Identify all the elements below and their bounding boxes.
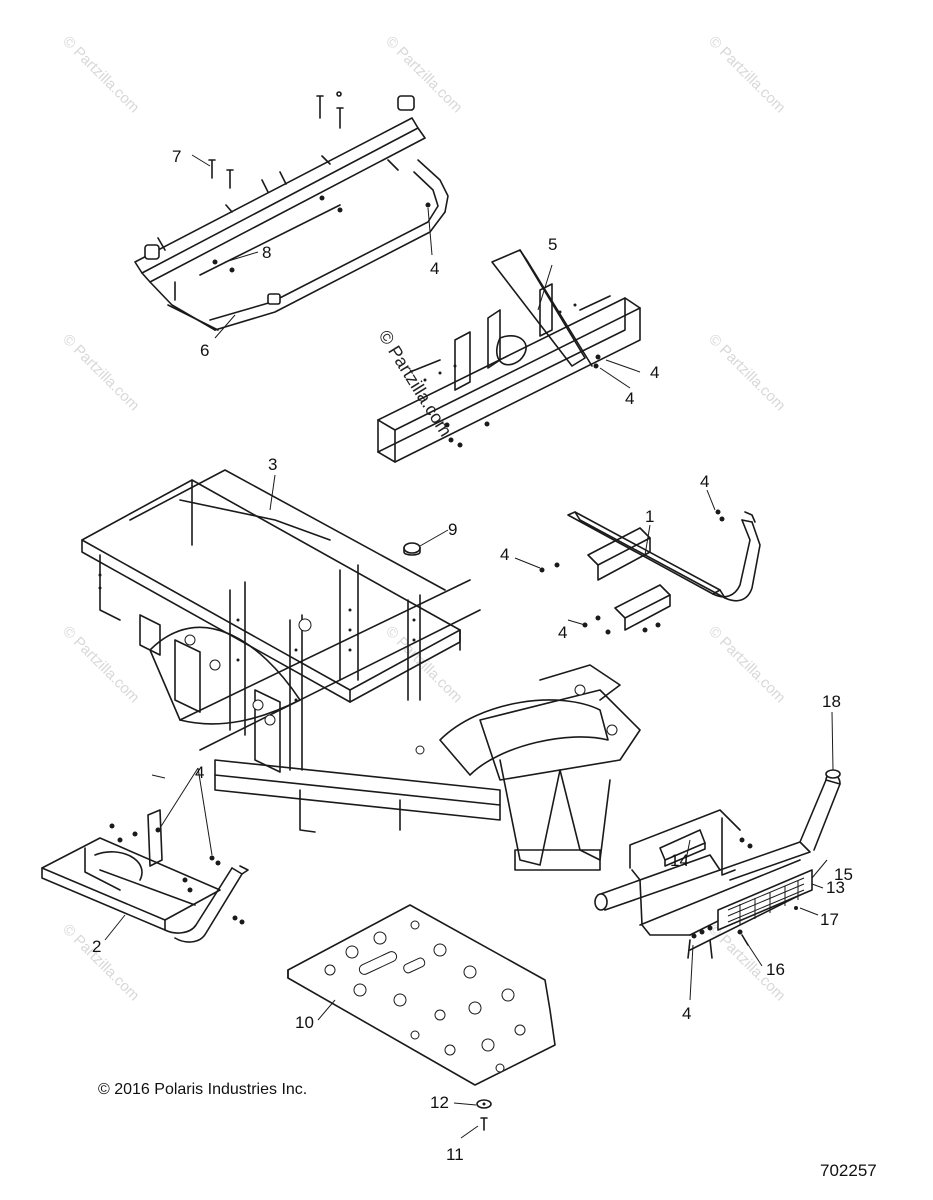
callout-8: 8 [262,243,271,262]
part-9-plug [403,542,421,556]
callout-11: 11 [446,1145,464,1164]
callout-4: 4 [558,623,567,642]
callout-1: 1 [645,507,654,526]
callout-6: 6 [200,341,209,360]
watermark-text: © Partzilla.com [705,33,788,116]
callout-9: 9 [448,520,457,539]
watermark-center-text: © Partzilla.com [375,327,456,440]
part-5-rear-cross-frame [377,249,641,463]
copyright-notice: © 2016 Polaris Industries Inc. [98,1081,307,1098]
watermark-text: © Partzilla.com [59,331,142,414]
part-2-front-bracket [41,809,249,943]
callout-5: 5 [548,235,557,254]
callout-16: 16 [766,960,785,979]
drawing-number: 702257 [820,1161,877,1180]
callout-15: 15 [834,865,853,884]
callout-4: 4 [430,259,439,278]
part-6-cargo-tray [134,95,449,331]
callout-4: 4 [500,545,509,564]
part-3-main-chassis [81,469,641,871]
part-10-skid-plate [287,904,556,1086]
part-1-rear-bracket [539,509,761,635]
callout-4: 4 [650,363,659,382]
callout-18: 18 [822,692,841,711]
callout-2: 2 [92,937,101,956]
watermark-text: © Partzilla.com [382,33,465,116]
callout-14: 14 [670,851,689,870]
part-11-12-fasteners [476,1099,492,1131]
part-15-grille [717,869,813,931]
watermark-text: © Partzilla.com [705,623,788,706]
watermark-text: © Partzilla.com [382,623,465,706]
callout-4: 4 [682,1004,691,1023]
leader-lines [104,154,834,1139]
callout-17: 17 [820,910,839,929]
callout-12: 12 [430,1093,449,1112]
callout-4: 4 [700,472,709,491]
callout-7: 7 [172,147,181,166]
watermark-text: © Partzilla.com [59,33,142,116]
part-14-bracket [659,829,706,867]
watermark-text: © Partzilla.com [705,331,788,414]
part-18-cap [825,769,841,779]
callout-13: 13 [826,878,845,897]
callout-4: 4 [625,389,634,408]
callout-4: 4 [195,763,204,782]
callout-labels: 1 2 3 4 4 4 4 4 4 4 4 5 6 7 8 9 10 11 12… [92,147,853,1164]
callout-3: 3 [268,455,277,474]
callout-10: 10 [295,1013,314,1032]
watermark-text: © Partzilla.com [59,623,142,706]
part-7-bolts [208,91,344,189]
watermark-text: © Partzilla.com [59,921,142,1004]
